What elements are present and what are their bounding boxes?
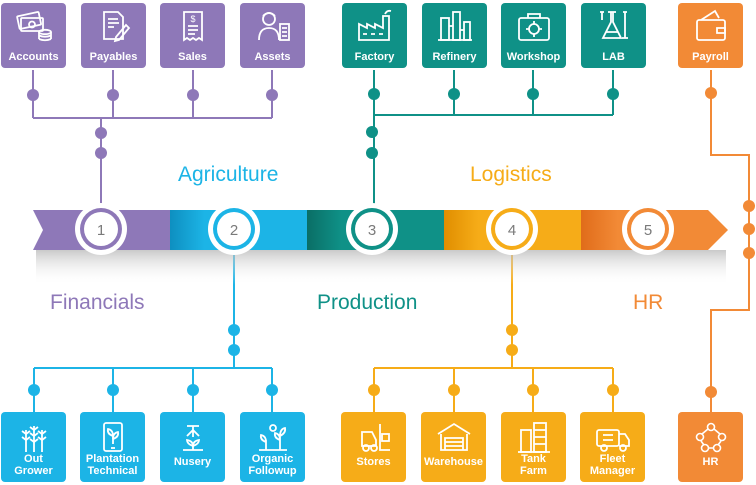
logistics-dots: [368, 324, 619, 396]
module-label-sales: Sales: [178, 51, 207, 63]
module-tile-factory[interactable]: Factory: [342, 3, 407, 68]
module-label-out-grower-line1: Out: [24, 453, 43, 465]
module-tile-plantation-technical[interactable]: Plantation Technical: [80, 412, 145, 482]
module-label-hr: HR: [702, 456, 719, 468]
warehouse-icon: [421, 420, 486, 456]
module-label-out-grower-line2: Grower: [14, 465, 53, 477]
module-tile-refinery[interactable]: Refinery: [422, 3, 487, 68]
production-dots: [366, 88, 619, 159]
money-stack-icon: [1, 8, 66, 44]
module-label-payroll: Payroll: [692, 51, 729, 63]
step-circle-4: 4: [486, 203, 538, 255]
module-label-tank-farm: Tank Farm: [501, 453, 566, 477]
module-label-refinery: Refinery: [432, 51, 477, 63]
module-label-stores: Stores: [356, 456, 391, 468]
module-tile-fleet-manager[interactable]: Fleet Manager: [580, 412, 645, 482]
receipt-icon: $: [160, 8, 225, 44]
module-label-nusery: Nusery: [173, 456, 212, 468]
ribbon-shadow: [36, 250, 726, 285]
module-tile-out-grower[interactable]: Out Grower: [1, 412, 66, 482]
step-number-5: 5: [644, 222, 652, 239]
module-tile-payroll[interactable]: Payroll: [678, 3, 743, 68]
module-tile-sales[interactable]: $ Sales: [160, 3, 225, 68]
agriculture-dots: [28, 324, 278, 396]
module-tile-assets[interactable]: Assets: [240, 3, 305, 68]
module-tile-accounts[interactable]: Accounts: [1, 3, 66, 68]
module-tile-warehouse[interactable]: Warehouse: [421, 412, 486, 482]
financials-dots: [27, 89, 278, 159]
module-label-warehouse: Warehouse: [424, 456, 483, 468]
step-number-1: 1: [97, 222, 105, 239]
module-tile-stores[interactable]: Stores: [341, 412, 406, 482]
module-label-fleet-line1: Fleet: [599, 453, 626, 465]
sprinkler-plant-icon: [160, 420, 225, 456]
module-label-workshop: Workshop: [506, 51, 561, 63]
toolbox-icon: [501, 8, 566, 44]
module-tile-workshop[interactable]: Workshop: [501, 3, 566, 68]
wallet-icon: [678, 8, 743, 44]
step-number-4: 4: [508, 222, 516, 239]
hr-dots: [705, 87, 755, 398]
module-label-payables: Payables: [89, 51, 138, 63]
module-label-organic-followup: Organic Followup: [240, 453, 305, 477]
module-label-plantation-line2: Technical: [87, 465, 138, 477]
category-title-hr: HR: [633, 291, 664, 314]
category-title-agriculture: Agriculture: [178, 163, 279, 186]
lab-flask-icon: [581, 8, 646, 44]
module-label-organic-line2: Followup: [248, 465, 297, 477]
module-tile-tank-farm[interactable]: Tank Farm: [501, 412, 566, 482]
document-pen-icon: [81, 8, 146, 44]
module-label-tank-line1: Tank: [521, 453, 546, 465]
module-label-organic-line1: Organic: [251, 453, 294, 465]
module-label-factory: Factory: [354, 51, 395, 63]
step-number-2: 2: [230, 222, 238, 239]
module-tile-hr[interactable]: HR: [678, 412, 743, 482]
module-label-fleet-line2: Manager: [589, 465, 636, 477]
module-label-assets: Assets: [254, 51, 291, 63]
module-label-tank-line2: Farm: [520, 465, 547, 477]
module-tile-payables[interactable]: Payables: [81, 3, 146, 68]
tablet-leaf-icon: [80, 420, 145, 456]
factory-icon: [342, 8, 407, 44]
category-title-financials: Financials: [50, 291, 145, 314]
module-label-accounts: Accounts: [8, 51, 59, 63]
step-circle-3: 3: [346, 203, 398, 255]
refinery-icon: [422, 8, 487, 44]
step-circle-2: 2: [208, 203, 260, 255]
step-circle-5: 5: [622, 203, 674, 255]
truck-icon: [580, 420, 645, 456]
tanks-icon: [501, 420, 566, 456]
step-circles: 1 2 3 4: [75, 203, 674, 255]
module-tile-organic-followup[interactable]: Organic Followup: [240, 412, 305, 482]
module-tile-lab[interactable]: LAB: [581, 3, 646, 68]
module-label-lab: LAB: [602, 51, 625, 63]
module-label-plantation-technical: Plantation Technical: [80, 453, 145, 477]
seedlings-icon: [240, 420, 305, 456]
people-network-icon: [678, 420, 743, 456]
forklift-icon: [341, 420, 406, 456]
step-number-3: 3: [368, 222, 376, 239]
module-label-plantation-line1: Plantation: [85, 453, 140, 465]
category-title-logistics: Logistics: [470, 163, 552, 186]
module-label-out-grower: Out Grower: [1, 453, 66, 477]
svg-text:$: $: [190, 14, 195, 24]
module-tile-nusery[interactable]: Nusery: [160, 412, 225, 482]
step-circle-1: 1: [75, 203, 127, 255]
module-label-fleet-manager: Fleet Manager: [580, 453, 645, 477]
category-title-production: Production: [317, 291, 418, 314]
person-building-icon: [240, 8, 305, 44]
wheat-icon: [1, 420, 66, 456]
